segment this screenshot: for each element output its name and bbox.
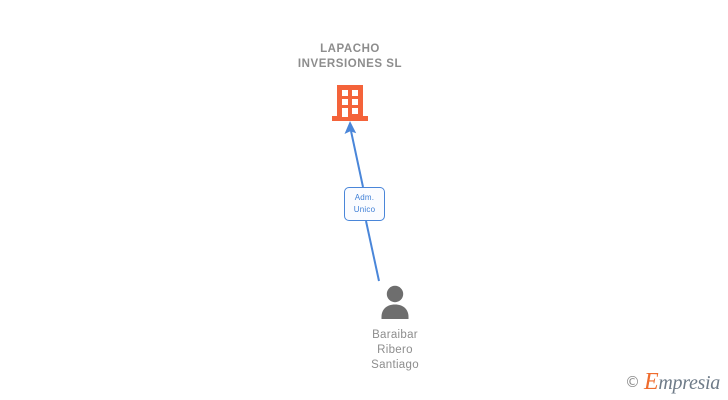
brand-rest: mpresia <box>658 372 720 394</box>
connector-person-to-role <box>365 220 380 282</box>
company-node[interactable]: LAPACHO INVERSIONES SL <box>264 42 436 125</box>
building-icon <box>332 85 368 121</box>
connector-role-to-company <box>350 130 364 188</box>
role-label-line-1: Adm. <box>354 193 375 202</box>
person-icon <box>381 285 409 319</box>
person-node[interactable]: Baraibar Ribero Santiago <box>315 284 475 373</box>
person-icon-wrap <box>315 284 475 320</box>
role-label-line-2: Unico <box>353 205 376 214</box>
person-name-label: Baraibar Ribero Santiago <box>371 329 419 371</box>
arrowhead-icon <box>344 121 357 134</box>
copyright-icon: © <box>625 372 641 391</box>
company-name-label: LAPACHO INVERSIONES SL <box>297 43 403 70</box>
brand-initial: E <box>644 369 659 395</box>
watermark: © Empresia <box>625 370 720 394</box>
company-icon-wrap <box>264 83 436 125</box>
role-box[interactable]: Adm. Unico <box>344 187 385 221</box>
brand-logo: Empresia <box>644 370 720 394</box>
